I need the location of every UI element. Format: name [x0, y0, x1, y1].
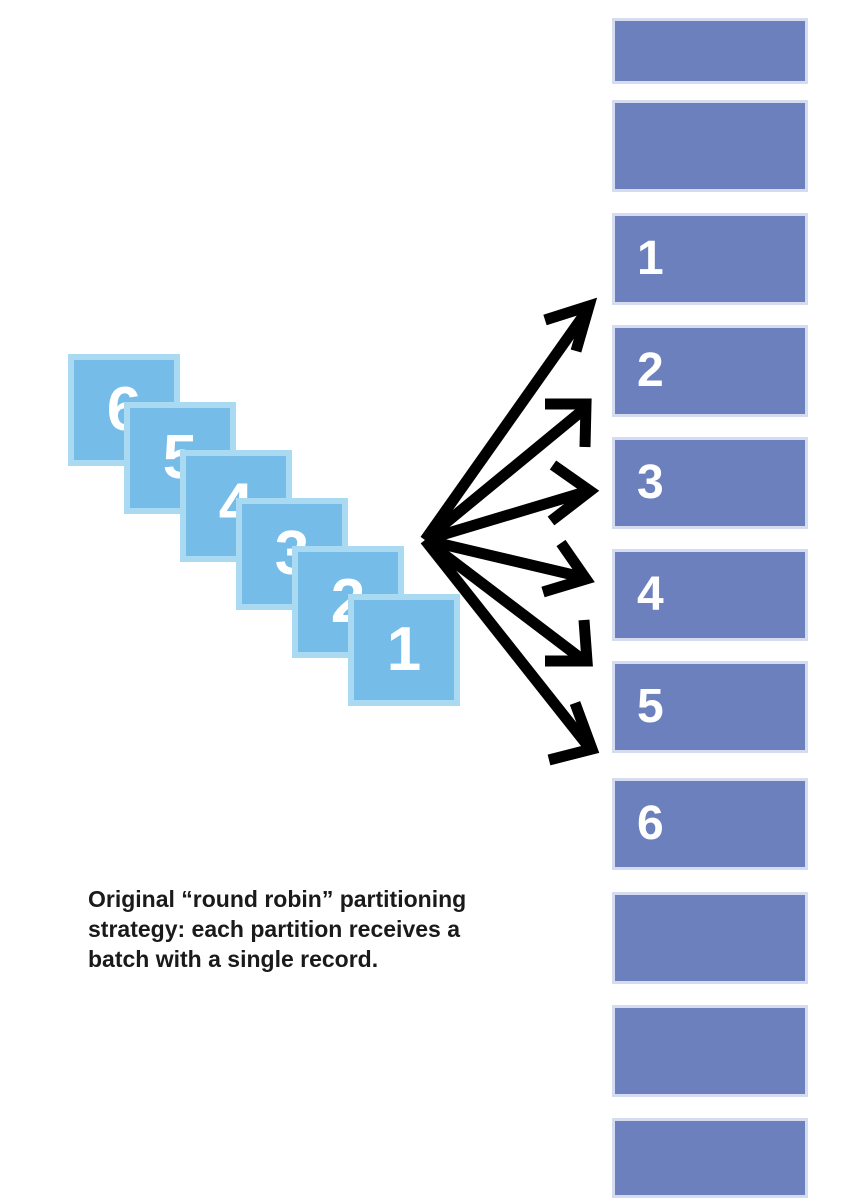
partition-bar-label: 5	[637, 680, 664, 733]
partition-bar-1: 1	[612, 213, 808, 305]
partition-bar-2: 2	[612, 325, 808, 417]
partition-bar-label: 2	[637, 344, 664, 397]
partition-bar-label: 4	[637, 568, 664, 621]
caption: Original “round robin” partitioning stra…	[88, 884, 508, 974]
record-card-label: 1	[386, 615, 422, 684]
partition-bar-label: 6	[637, 797, 664, 850]
partition-bar-6: 6	[612, 778, 808, 870]
caption-line-1: Original “round robin” partitioning	[88, 886, 467, 912]
partition-bar	[612, 18, 808, 84]
partition-bar-label: 3	[637, 456, 664, 509]
partition-bar-4: 4	[612, 549, 808, 641]
partition-bar	[612, 892, 808, 984]
caption-line-3: batch with a single record.	[88, 946, 379, 972]
partition-column: 1 2 3 4 5 6	[612, 0, 808, 1198]
partition-bar-label: 1	[637, 232, 664, 285]
record-card-1: 1	[348, 594, 460, 706]
caption-line-2: strategy: each partition receives a	[88, 916, 460, 942]
partition-bar	[612, 1118, 808, 1198]
partition-bar	[612, 1005, 808, 1097]
partition-bar-5: 5	[612, 661, 808, 753]
partition-bar-3: 3	[612, 437, 808, 529]
record-card-stack: 6 5 4 3 2 1	[0, 0, 520, 860]
partition-bar	[612, 100, 808, 192]
